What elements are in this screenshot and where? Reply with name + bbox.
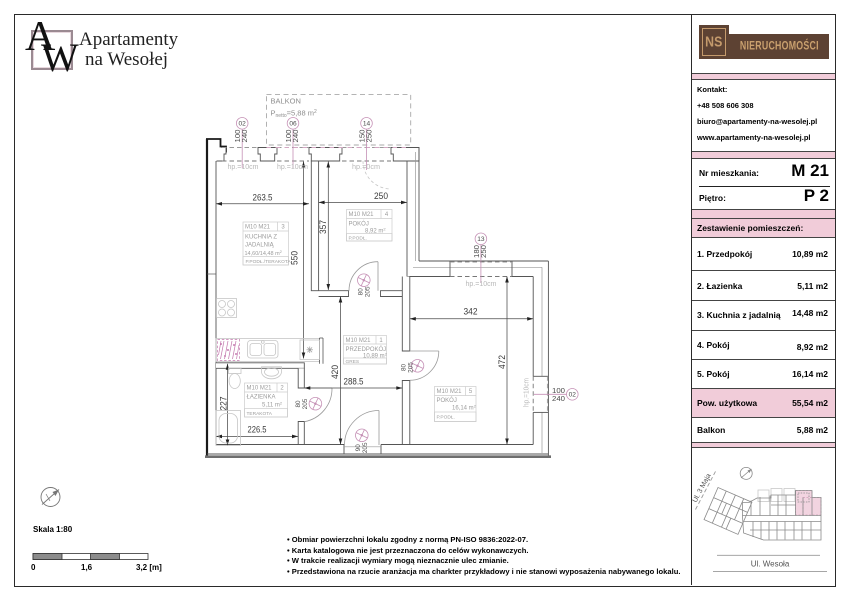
svg-text:M10 M21: M10 M21 xyxy=(346,338,372,344)
svg-text:263.5: 263.5 xyxy=(253,192,273,202)
svg-text:342: 342 xyxy=(464,306,478,316)
svg-text:100: 100 xyxy=(235,129,242,142)
svg-text:250: 250 xyxy=(481,245,488,258)
svg-text:2: 2 xyxy=(280,386,284,392)
svg-text:hp.=10cm: hp.=10cm xyxy=(524,378,531,407)
svg-text:M10 M21: M10 M21 xyxy=(437,389,463,395)
svg-text:90: 90 xyxy=(355,444,362,452)
svg-text:80: 80 xyxy=(295,400,302,408)
svg-text:205: 205 xyxy=(408,362,415,373)
svg-text:357: 357 xyxy=(318,220,328,234)
svg-text:02: 02 xyxy=(569,392,577,399)
svg-text:180: 180 xyxy=(474,245,481,258)
svg-text:ŁAZIENKA: ŁAZIENKA xyxy=(247,395,276,401)
svg-text:205: 205 xyxy=(302,398,309,409)
svg-text:80: 80 xyxy=(358,288,365,296)
svg-text:472: 472 xyxy=(497,355,507,369)
svg-text:1: 1 xyxy=(379,338,383,344)
svg-text:240: 240 xyxy=(293,129,300,142)
svg-text:14,60/14,48 m2: 14,60/14,48 m2 xyxy=(245,249,283,257)
svg-text:420: 420 xyxy=(330,365,340,379)
svg-text:100: 100 xyxy=(286,129,293,142)
svg-text:16,14 m2: 16,14 m2 xyxy=(452,404,477,412)
svg-text:hp.=10cm: hp.=10cm xyxy=(277,164,308,171)
svg-text:P.PODŁ.: P.PODŁ. xyxy=(437,415,455,421)
svg-text:205: 205 xyxy=(365,286,372,297)
svg-text:10,89 m2: 10,89 m2 xyxy=(363,352,388,360)
svg-text:5: 5 xyxy=(469,389,473,395)
svg-text:240: 240 xyxy=(552,396,565,403)
svg-text:Pnetto=5,88 m2: Pnetto=5,88 m2 xyxy=(271,109,317,120)
svg-text:5,11 m2: 5,11 m2 xyxy=(262,401,283,409)
svg-text:250: 250 xyxy=(374,191,388,201)
svg-text:13: 13 xyxy=(477,236,485,243)
svg-text:JADALNIĄ: JADALNIĄ xyxy=(245,243,275,249)
svg-text:4: 4 xyxy=(385,212,389,218)
svg-text:06: 06 xyxy=(289,121,297,128)
svg-text:226.5: 226.5 xyxy=(248,425,267,435)
svg-text:205: 205 xyxy=(362,442,369,453)
svg-text:POKÓJ: POKÓJ xyxy=(437,397,457,404)
svg-text:M10 M21: M10 M21 xyxy=(247,386,273,392)
svg-text:PRZEDPOKÓJ: PRZEDPOKÓJ xyxy=(346,346,387,353)
svg-text:Ul. Wesoła: Ul. Wesoła xyxy=(751,560,790,569)
svg-text:hp.=0cm: hp.=0cm xyxy=(352,164,380,171)
svg-text:100: 100 xyxy=(552,388,565,395)
svg-text:hp.=10cm: hp.=10cm xyxy=(228,164,259,171)
svg-text:8,92 m2: 8,92 m2 xyxy=(365,227,386,235)
svg-text:80: 80 xyxy=(401,364,408,372)
svg-text:288.5: 288.5 xyxy=(344,376,364,386)
svg-text:150: 150 xyxy=(360,129,367,142)
svg-text:hp.=10cm: hp.=10cm xyxy=(466,281,497,288)
svg-text:P.PODŁ./TERAKOTA: P.PODŁ./TERAKOTA xyxy=(246,259,292,265)
svg-text:227: 227 xyxy=(218,397,228,411)
svg-text:M10 M21: M10 M21 xyxy=(245,225,271,231)
svg-text:550: 550 xyxy=(290,251,300,265)
svg-text:250: 250 xyxy=(367,129,374,142)
svg-text:KUCHNIA Z: KUCHNIA Z xyxy=(245,235,277,241)
svg-text:240: 240 xyxy=(242,129,249,142)
svg-text:02: 02 xyxy=(239,121,247,128)
svg-text:BALKON: BALKON xyxy=(271,97,301,106)
svg-text:TERAKOTA: TERAKOTA xyxy=(247,411,273,417)
svg-text:Ul. 3 Maja: Ul. 3 Maja xyxy=(692,473,713,504)
svg-text:GRES: GRES xyxy=(346,359,360,365)
svg-text:POKÓJ: POKÓJ xyxy=(349,221,369,228)
svg-text:M10 M21: M10 M21 xyxy=(349,212,375,218)
svg-text:14: 14 xyxy=(363,121,371,128)
svg-text:P.PODŁ.: P.PODŁ. xyxy=(349,236,367,242)
svg-text:3: 3 xyxy=(281,225,285,231)
